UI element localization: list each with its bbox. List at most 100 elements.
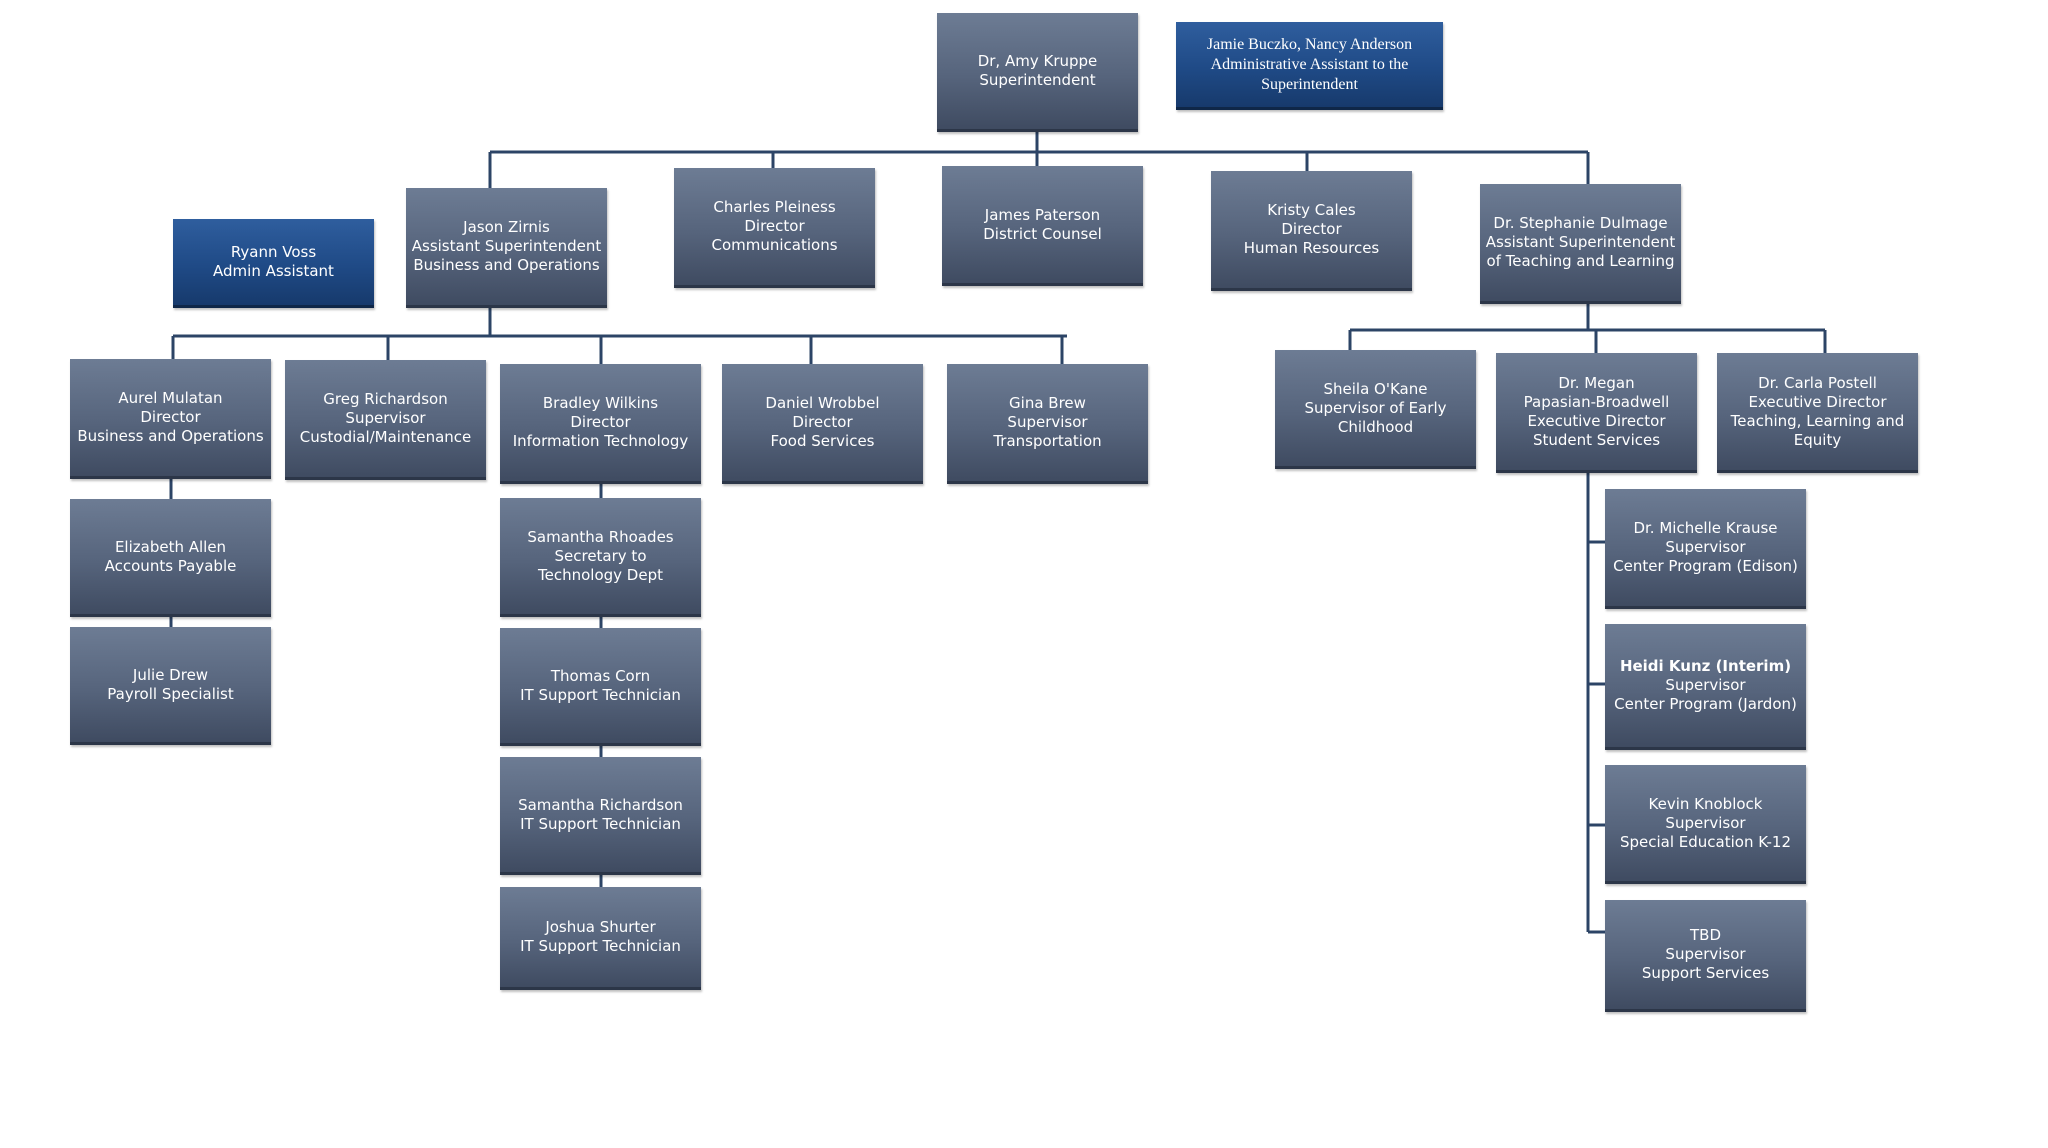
node-title: Supervisor (1665, 813, 1746, 832)
node-richardson-samantha: Samantha Richardson IT Support Technicia… (500, 757, 701, 875)
node-title: Equity (1793, 430, 1842, 449)
node-title: Assistant Superintendent (411, 237, 602, 255)
node-title: Director (570, 413, 631, 431)
node-title: Supervisor (1665, 676, 1746, 694)
node-title: Administrative Assistant to the (1210, 55, 1409, 73)
node-title: Superintendent (979, 71, 1096, 89)
node-dulmage: Dr. Stephanie Dulmage Assistant Superint… (1480, 184, 1681, 304)
node-drew: Julie Drew Payroll Specialist (70, 627, 271, 745)
node-title: Supervisor (1007, 413, 1088, 431)
node-title: Childhood (1337, 417, 1414, 436)
node-title: Transportation (993, 432, 1102, 450)
node-name: Samantha Rhoades (527, 527, 674, 546)
node-name: Dr, Amy Kruppe (977, 52, 1098, 70)
node-voss: Ryann Voss Admin Assistant (173, 219, 374, 308)
node-title: Director (1281, 220, 1342, 238)
node-name: Jason Zirnis (463, 218, 550, 236)
node-admin-assistant-superintendent: Jamie Buczko, Nancy Anderson Administrat… (1176, 22, 1443, 110)
node-title: Business and Operations (77, 427, 264, 445)
node-cales: Kristy Cales Director Human Resources (1211, 171, 1412, 291)
node-title: Payroll Specialist (107, 684, 234, 703)
node-richardson-greg: Greg Richardson Supervisor Custodial/Mai… (285, 360, 486, 480)
node-title: Support Services (1641, 964, 1770, 982)
node-title: Supervisor (1665, 945, 1746, 963)
node-name: Heidi Kunz (Interim) (1619, 657, 1792, 675)
node-okane: Sheila O'Kane Supervisor of Early Childh… (1275, 350, 1476, 469)
node-name: Dr. Stephanie Dulmage (1493, 214, 1668, 232)
node-title: District Counsel (983, 224, 1102, 243)
node-title: Admin Assistant (213, 262, 334, 280)
node-name: Charles Pleiness (713, 198, 836, 216)
node-name: Greg Richardson (323, 390, 448, 408)
node-brew: Gina Brew Supervisor Transportation (947, 364, 1148, 484)
node-kunz: Heidi Kunz (Interim) Supervisor Center P… (1605, 624, 1806, 750)
node-title: Secretary to (554, 546, 647, 565)
node-name: Thomas Corn (550, 666, 651, 685)
node-name: Samantha Richardson (518, 795, 683, 814)
node-name: Kevin Knoblock (1648, 794, 1763, 813)
node-title: IT Support Technician (520, 937, 681, 955)
node-shurter: Joshua Shurter IT Support Technician (500, 887, 701, 990)
node-title: Communications (711, 236, 838, 254)
node-krause: Dr. Michelle Krause Supervisor Center Pr… (1605, 489, 1806, 609)
node-postell: Dr. Carla Postell Executive Director Tea… (1717, 353, 1918, 473)
node-rhoades: Samantha Rhoades Secretary to Technology… (500, 498, 701, 617)
node-title: Student Services (1532, 430, 1661, 449)
node-title: Director (744, 217, 805, 235)
node-title: Human Resources (1243, 239, 1380, 257)
node-name: Dr. Carla Postell (1758, 373, 1877, 392)
node-name: Elizabeth Allen (114, 537, 227, 556)
node-name: Julie Drew (132, 665, 209, 684)
node-name: Joshua Shurter (545, 918, 656, 936)
node-name: Daniel Wrobbel (765, 394, 880, 412)
node-name: James Paterson (984, 205, 1101, 224)
node-title: Executive Director (1748, 392, 1887, 411)
node-name: Jamie Buczko, Nancy Anderson (1206, 35, 1413, 53)
node-wrobbel: Daniel Wrobbel Director Food Services (722, 364, 923, 484)
node-corn: Thomas Corn IT Support Technician (500, 628, 701, 746)
node-title: Center Program (Edison) (1613, 557, 1798, 575)
node-title: IT Support Technician (520, 685, 681, 704)
node-title: Custodial/Maintenance (299, 428, 472, 446)
node-title: of Teaching and Learning (1486, 252, 1675, 270)
node-title: Director (140, 408, 201, 426)
node-name: Sheila O'Kane (1323, 379, 1428, 398)
node-title: Food Services (770, 432, 875, 450)
node-title: Information Technology (512, 432, 689, 450)
node-tbd: TBD Supervisor Support Services (1605, 900, 1806, 1012)
node-wilkins: Bradley Wilkins Director Information Tec… (500, 364, 701, 484)
node-title: Executive Director (1527, 411, 1666, 430)
node-title: Superintendent (1261, 75, 1358, 93)
node-pleiness: Charles Pleiness Director Communications (674, 168, 875, 288)
node-name: Ryann Voss (230, 243, 317, 261)
node-title: Business and Operations (413, 256, 600, 274)
node-title: Center Program (Jardon) (1614, 695, 1797, 713)
node-name: Dr. Megan (1558, 373, 1635, 392)
node-title: Supervisor (345, 409, 426, 427)
node-title: Supervisor of Early (1304, 398, 1447, 417)
node-title: Director (792, 413, 853, 431)
node-name: Bradley Wilkins (542, 394, 659, 412)
node-title: Accounts Payable (104, 556, 237, 575)
node-mulatan: Aurel Mulatan Director Business and Oper… (70, 359, 271, 479)
node-allen: Elizabeth Allen Accounts Payable (70, 499, 271, 617)
node-superintendent: Dr, Amy Kruppe Superintendent (937, 13, 1138, 132)
node-title: Technology Dept (538, 565, 663, 584)
node-name: Aurel Mulatan (118, 389, 223, 407)
node-name: Kristy Cales (1267, 201, 1356, 219)
node-name: Gina Brew (1009, 394, 1086, 412)
node-paterson: James Paterson District Counsel (942, 166, 1143, 286)
node-title: Assistant Superintendent (1485, 233, 1676, 251)
node-title: Special Education K-12 (1619, 832, 1792, 851)
node-name: TBD (1689, 926, 1721, 944)
node-title: IT Support Technician (520, 814, 681, 833)
node-papasian: Dr. Megan Papasian-Broadwell Executive D… (1496, 353, 1697, 473)
node-title: Supervisor (1665, 538, 1746, 556)
node-knoblock: Kevin Knoblock Supervisor Special Educat… (1605, 765, 1806, 884)
node-name: Dr. Michelle Krause (1633, 519, 1778, 537)
node-name: Papasian-Broadwell (1523, 392, 1670, 411)
node-title: Teaching, Learning and (1730, 411, 1905, 430)
node-zirnis: Jason Zirnis Assistant Superintendent Bu… (406, 188, 607, 308)
